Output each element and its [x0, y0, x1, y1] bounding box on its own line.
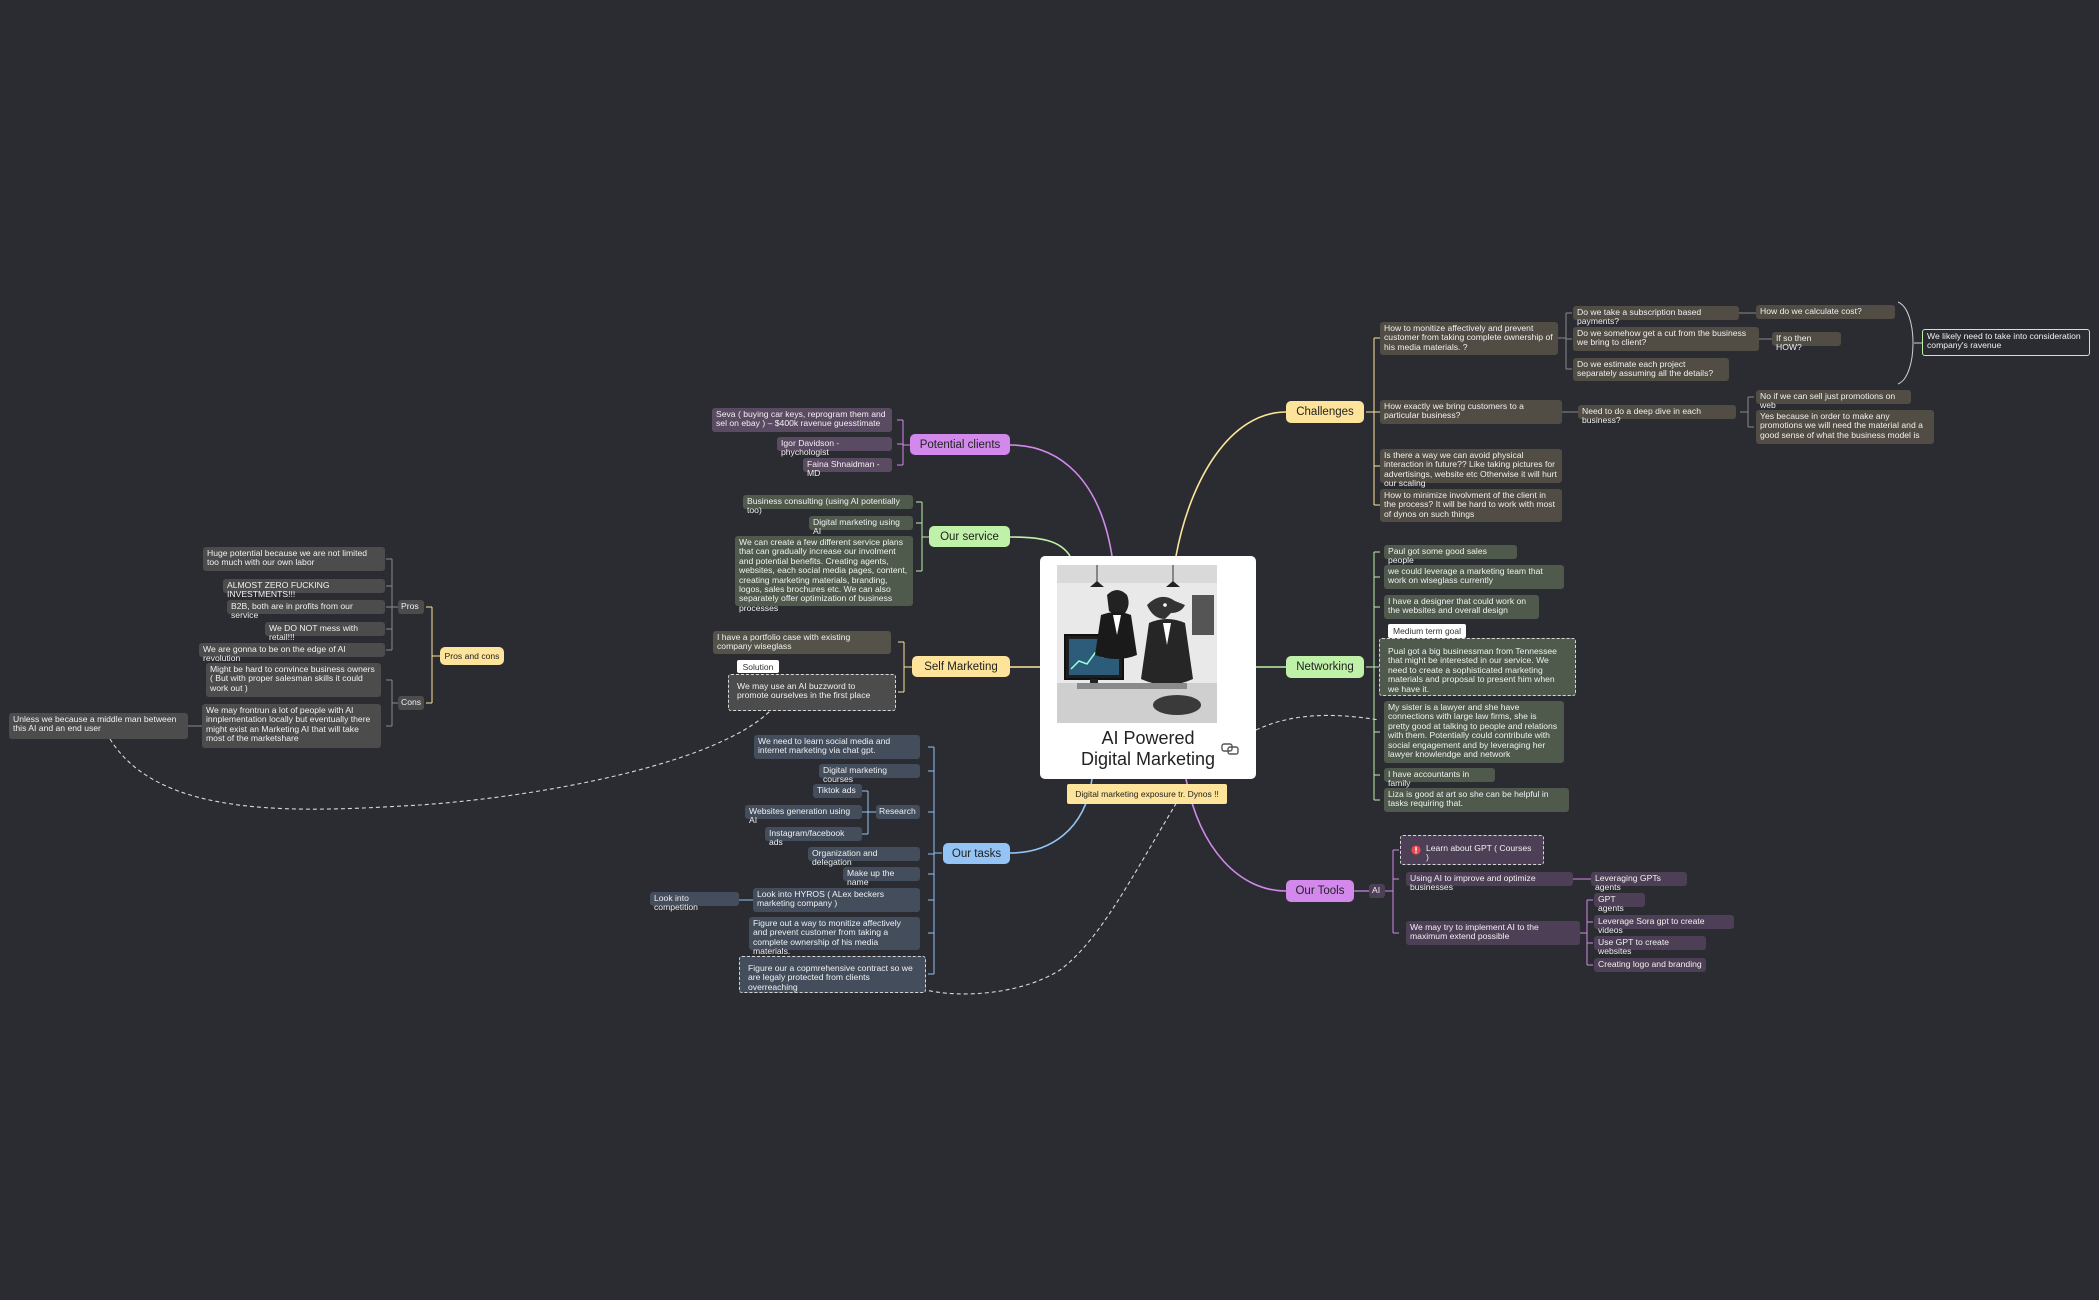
con-convince-owners[interactable]: Might be hard to convince business owner…: [206, 663, 381, 697]
tool-learn-gpt[interactable]: Learn about GPT ( Courses ): [1400, 835, 1544, 865]
branch-potential-clients[interactable]: Potential clients: [910, 434, 1010, 455]
pro-b2b[interactable]: B2B, both are in profits from our servic…: [227, 600, 385, 620]
branch-self-marketing[interactable]: Self Marketing: [912, 656, 1010, 677]
research-tiktok-ads[interactable]: Tiktok ads: [813, 784, 862, 798]
challenge-estimate[interactable]: Do we estimate each project separately a…: [1573, 358, 1729, 381]
tool-sora-videos[interactable]: Leverage Sora gpt to create videos: [1594, 915, 1734, 935]
pro-huge-potential[interactable]: Huge potential because we are not limite…: [203, 547, 385, 571]
pros-and-cons[interactable]: Pros and cons: [440, 647, 504, 665]
central-title-line2: Digital Marketing: [1080, 748, 1216, 769]
challenge-company-revenue[interactable]: We likely need to take into consideratio…: [1922, 329, 2090, 356]
challenge-cut[interactable]: Do we somehow get a cut from the busines…: [1573, 327, 1759, 351]
businessman-and-raptor-illustration: [1057, 565, 1217, 723]
task-make-up-name[interactable]: Make up the name: [843, 867, 920, 887]
tool-leveraging-gpt-agents[interactable]: Leveraging GPTs agents: [1591, 872, 1687, 892]
cons-label[interactable]: Cons: [398, 696, 424, 710]
task-monetize[interactable]: Figure out a way to monitize affectively…: [749, 917, 920, 956]
network-liza-art[interactable]: Liza is good at art so she can be helpfu…: [1384, 788, 1569, 812]
task-contract[interactable]: Figure our a copmrehensive contract so w…: [739, 956, 926, 993]
client-igor[interactable]: Igor Davidson - phychologist: [777, 437, 892, 457]
task-look-into-hyros[interactable]: Look into HYROS ( ALex beckers marketing…: [753, 888, 920, 912]
alert-icon: [1411, 845, 1421, 855]
task-learn-social-media[interactable]: We need to learn social media and intern…: [754, 735, 920, 759]
challenge-no-web[interactable]: No if we can sell just promotions on web: [1756, 390, 1911, 410]
client-seva[interactable]: Seva ( buying car keys, reprogram them a…: [712, 408, 892, 432]
connector-line: [109, 710, 771, 810]
pro-no-retail[interactable]: We DO NOT mess with retail!!!: [265, 622, 385, 642]
central-title: AI Powered Digital Marketing: [1040, 728, 1256, 769]
challenge-calculate-cost[interactable]: How do we calculate cost?: [1756, 305, 1895, 319]
challenge-avoid-interaction[interactable]: Is there a way we can avoid physical int…: [1380, 449, 1562, 488]
connector-line: [1009, 536, 1071, 557]
challenge-yes-material[interactable]: Yes because in order to make any promoti…: [1756, 410, 1934, 444]
network-designer[interactable]: I have a designer that could work on the…: [1384, 595, 1539, 619]
branch-our-tasks[interactable]: Our tasks: [943, 843, 1010, 864]
tool-gpt-agents[interactable]: GPT agents: [1594, 893, 1645, 913]
task-research[interactable]: Research: [876, 805, 920, 819]
network-accountants[interactable]: I have accountants in family: [1384, 768, 1495, 788]
network-wiseglass-team[interactable]: we could leverage a marketing team that …: [1384, 565, 1564, 589]
service-digital-marketing[interactable]: Digital marketing using AI: [809, 516, 913, 536]
middleman-note[interactable]: Unless we because a middle man between t…: [9, 713, 188, 739]
task-digital-marketing-courses[interactable]: Digital marketing courses: [819, 764, 920, 784]
connector-line: [1897, 301, 1914, 385]
service-business-consulting[interactable]: Business consulting (using AI potentiall…: [743, 495, 913, 515]
challenge-subscription[interactable]: Do we take a subscription based payments…: [1573, 306, 1739, 326]
con-frontrun[interactable]: We may frontrun a lot of people with AI …: [202, 704, 381, 748]
tool-learn-gpt-label: Learn about GPT ( Courses ): [1426, 843, 1532, 863]
network-paul-sales[interactable]: Paul got some good sales people: [1384, 545, 1517, 565]
network-tennessee-businessman[interactable]: Pual got a big businessman from Tennesse…: [1379, 638, 1576, 696]
connector-line: [1175, 411, 1287, 557]
challenge-bring-customers[interactable]: How exactly we bring customers to a part…: [1380, 400, 1562, 424]
tool-logo-branding[interactable]: Creating logo and branding: [1594, 958, 1706, 972]
medium-term-goal-label: Medium term goal: [1388, 624, 1466, 638]
network-sister-lawyer[interactable]: My sister is a lawyer and she have conne…: [1384, 701, 1564, 763]
tool-implement-ai[interactable]: We may try to implement AI to the maximu…: [1406, 921, 1580, 945]
challenge-monetize[interactable]: How to monitize affectively and prevent …: [1380, 322, 1558, 355]
challenge-if-so-how[interactable]: If so then HOW?: [1772, 332, 1841, 352]
solution-label: Solution: [737, 660, 779, 673]
branch-challenges[interactable]: Challenges: [1286, 401, 1364, 423]
challenge-deep-dive[interactable]: Need to do a deep dive in each business?: [1578, 405, 1736, 425]
service-plans[interactable]: We can create a few different service pl…: [735, 536, 913, 613]
branch-our-tools[interactable]: Our Tools: [1286, 880, 1354, 902]
connector-line: [1255, 714, 1380, 731]
branch-our-service[interactable]: Our service: [929, 526, 1010, 547]
branch-networking[interactable]: Networking: [1286, 656, 1364, 678]
self-marketing-buzzword[interactable]: We may use an AI buzzword to promote our…: [728, 674, 896, 711]
pro-zero-investments[interactable]: ALMOST ZERO FUCKING INVESTMENTS!!!: [223, 579, 385, 599]
task-organization-delegation[interactable]: Organization and delegation: [808, 847, 920, 867]
central-title-line1: AI Powered: [1101, 728, 1195, 748]
client-faina[interactable]: Faina Shnaidman - MD: [803, 458, 892, 478]
digital-exposure-note[interactable]: Digital marketing exposure tr. Dynos !!: [1067, 784, 1227, 804]
pro-ai-revolution[interactable]: We are gonna to be on the edge of AI rev…: [199, 643, 385, 663]
task-look-into-competition[interactable]: Look into competition: [650, 892, 739, 912]
connector-line: [925, 796, 1181, 995]
self-marketing-portfolio[interactable]: I have a portfolio case with existing co…: [713, 631, 891, 654]
tool-ai-label[interactable]: AI: [1369, 884, 1385, 898]
connector-line: [1009, 444, 1113, 557]
central-topic[interactable]: AI Powered Digital Marketing: [1040, 556, 1256, 779]
tool-using-ai[interactable]: Using AI to improve and optimize busines…: [1406, 872, 1573, 892]
research-websites-generation[interactable]: Websites generation using AI: [745, 805, 862, 825]
pros-label[interactable]: Pros: [398, 600, 424, 614]
research-instagram-facebook-ads[interactable]: Instagram/facebook ads: [765, 827, 862, 847]
challenge-minimize-involvement[interactable]: How to minimize involvment of the client…: [1380, 489, 1562, 522]
link-icon[interactable]: [1221, 742, 1239, 756]
tool-gpt-websites[interactable]: Use GPT to create websites: [1594, 936, 1706, 956]
